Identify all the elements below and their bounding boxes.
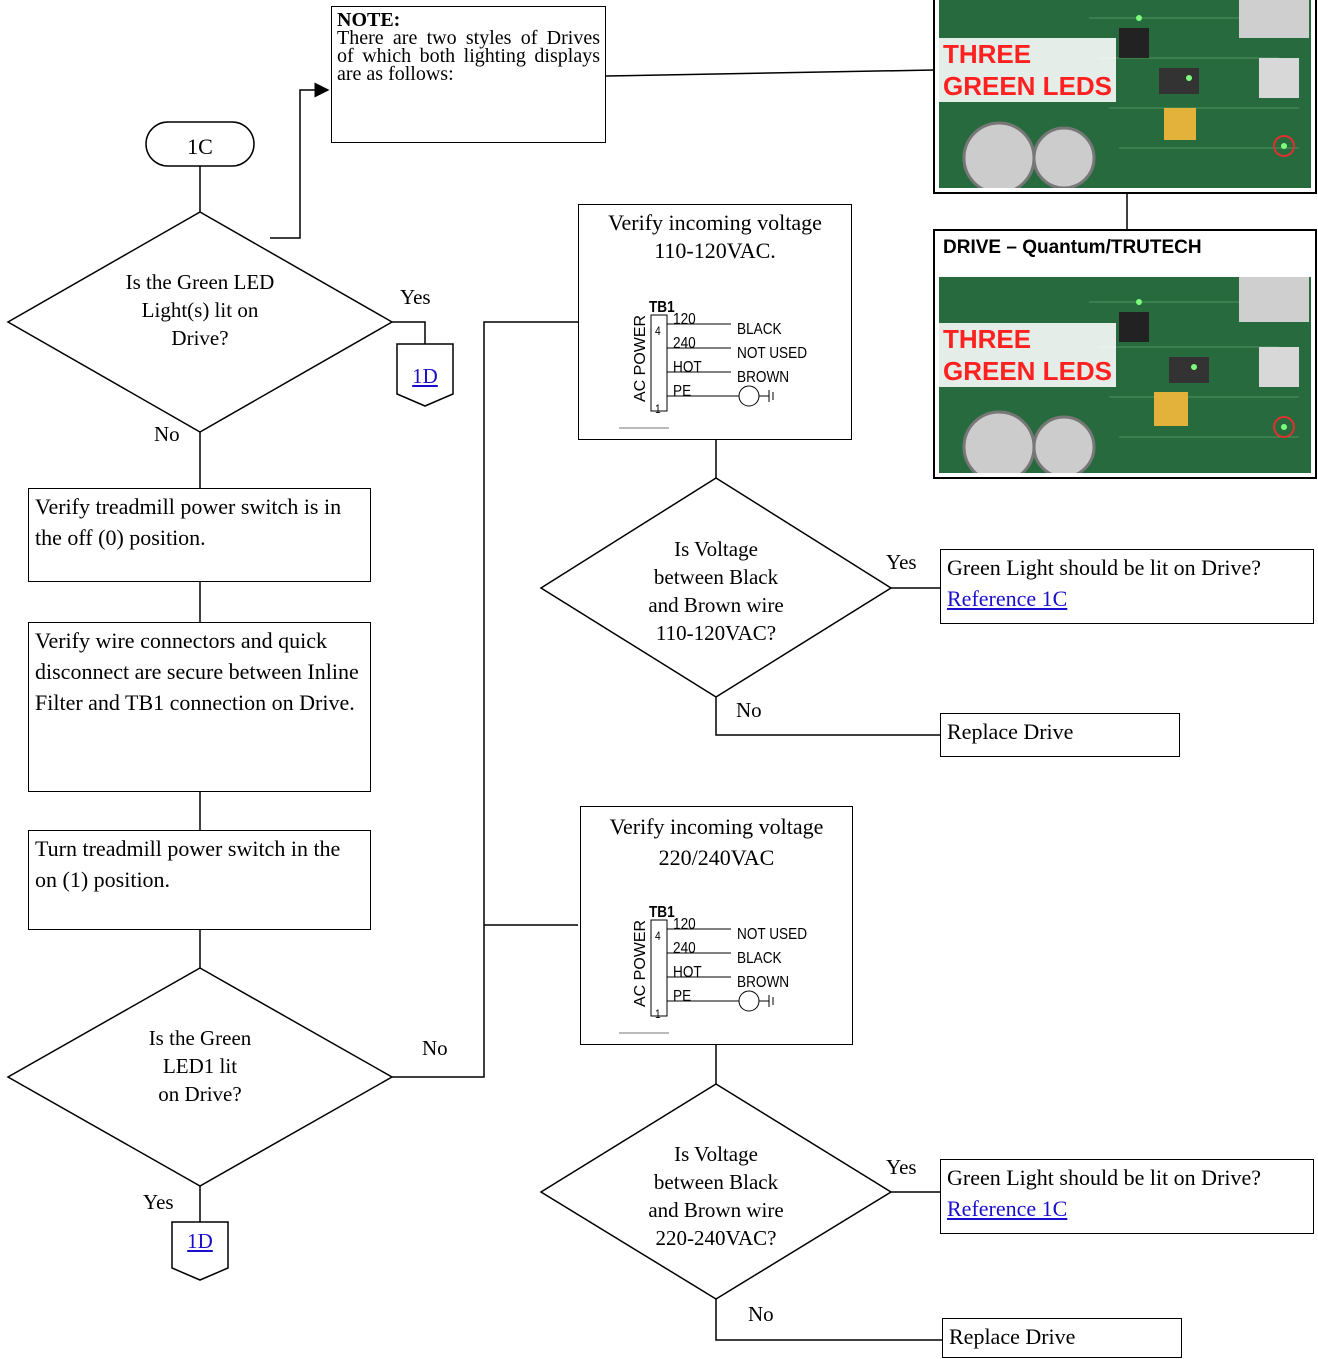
tb1-t1-220: 1 xyxy=(655,1007,661,1021)
step1-box: Verify treadmill power switch is in the … xyxy=(28,488,371,582)
tb1-wiring-110 xyxy=(619,314,774,429)
verify-110-title1: Verify incoming voltage xyxy=(608,210,822,235)
decision1-line1: Is the Green LED xyxy=(125,270,275,294)
result3-yes-text: Green Light should be lit on Drive? xyxy=(947,555,1262,580)
tb1-w2-220: BLACK xyxy=(737,950,782,967)
step1-text: Verify treadmill power switch is in the … xyxy=(35,494,342,550)
tb1-t4-220: 4 xyxy=(655,929,661,943)
result4-yes-link[interactable]: Reference 1C xyxy=(947,1196,1068,1221)
tb1-diagram-110: TB1 AC POWER 4 1 120 240 HOT PE BLACK NO… xyxy=(619,290,844,430)
offpage-connector-1d-top xyxy=(396,343,454,407)
tb1-t1-110: 1 xyxy=(655,402,661,416)
drive-photo-top: THREE GREEN LEDS xyxy=(933,0,1317,194)
result3-yes-link[interactable]: Reference 1C xyxy=(947,586,1068,611)
start-label: 1C xyxy=(187,134,213,159)
tb1-r4-220: PE xyxy=(673,988,692,1005)
tb1-r4-110: PE xyxy=(673,383,692,400)
step2-box: Verify wire connectors and quick disconn… xyxy=(28,622,371,792)
decision4-text: Is Voltage between Black and Brown wire … xyxy=(596,1140,836,1252)
tb1-r2-220: 240 xyxy=(673,940,696,957)
decision1-no-label: No xyxy=(154,422,180,446)
decision1-diamond xyxy=(6,211,394,433)
tb1-w1-110: BLACK xyxy=(737,321,782,338)
decision1-yes-label: Yes xyxy=(400,285,431,309)
tb1-name-220: TB1 xyxy=(649,904,675,921)
decision4-diamond xyxy=(539,1083,893,1300)
decision2-line3: on Drive? xyxy=(158,1082,242,1106)
verify-110-box: Verify incoming voltage 110-120VAC. TB1 xyxy=(578,204,852,440)
start-terminator xyxy=(145,121,255,167)
connector-1d-bottom-label[interactable]: 1D xyxy=(187,1229,213,1253)
decision4-line1: Is Voltage xyxy=(674,1142,758,1166)
tb1-w2-110: NOT USED xyxy=(737,345,808,362)
decision3-no-label: No xyxy=(736,698,762,722)
decision3-text: Is Voltage between Black and Brown wire … xyxy=(596,535,836,647)
decision2-line2: LED1 lit xyxy=(162,1054,238,1078)
tb1-r3-110: HOT xyxy=(673,359,702,376)
note-heading: NOTE: xyxy=(337,9,401,31)
decision4-line4: 220-240VAC? xyxy=(655,1226,777,1250)
verify-110-title2: 110-120VAC. xyxy=(654,238,776,263)
decision1-line3: Drive? xyxy=(171,326,229,350)
decision2-text: Is the Green LED1 lit on Drive? xyxy=(80,1024,320,1108)
tb1-t4-110: 4 xyxy=(655,324,661,338)
tb1-r3-220: HOT xyxy=(673,964,702,981)
decision4-line2: between Black xyxy=(653,1170,779,1194)
decision2-line1: Is the Green xyxy=(148,1026,252,1050)
step3-text: Turn treadmill power switch in the on (1… xyxy=(35,836,341,892)
tb1-w3-110: BROWN xyxy=(737,369,790,386)
tb1-r1-220: 120 xyxy=(673,916,696,933)
decision1-line2: Light(s) lit on xyxy=(141,298,259,322)
result4-no-text: Replace Drive xyxy=(949,1324,1076,1349)
photo-top-led-line1: THREE xyxy=(943,39,1032,69)
decision2-diamond xyxy=(6,967,394,1187)
decision4-yes-label: Yes xyxy=(886,1155,917,1179)
tb1-r1-110: 120 xyxy=(673,311,696,328)
drive-photo-bottom: DRIVE – Quantum/TRUTECH THREE GREEN LEDS xyxy=(933,229,1317,479)
connector-1d-top-label[interactable]: 1D xyxy=(412,364,438,388)
verify-220-title2: 220/240VAC xyxy=(658,845,775,870)
offpage-connector-1d-bottom xyxy=(171,1221,229,1281)
decision4-line3: and Brown wire xyxy=(648,1198,784,1222)
step3-box: Turn treadmill power switch in the on (1… xyxy=(28,830,371,930)
tb1-wiring-220 xyxy=(619,919,774,1034)
photo-bottom-led-line1: THREE xyxy=(943,324,1032,354)
decision1-text: Is the Green LED Light(s) lit on Drive? xyxy=(80,268,320,352)
note-text: There are two styles of Drives of which … xyxy=(337,27,600,85)
tb1-r2-110: 240 xyxy=(673,335,696,352)
decision2-yes-label: Yes xyxy=(143,1190,174,1214)
decision2-no-label: No xyxy=(422,1036,448,1060)
verify-220-title1: Verify incoming voltage xyxy=(609,814,824,839)
decision3-diamond xyxy=(539,477,893,698)
photo-top-led-line2: GREEN LEDS xyxy=(943,71,1113,101)
verify-220-box: Verify incoming voltage 220/240VAC TB1 xyxy=(580,806,853,1045)
decision3-line3: and Brown wire xyxy=(648,593,784,617)
photo-bottom-led-line2: GREEN LEDS xyxy=(943,356,1113,386)
result3-no-box: Replace Drive xyxy=(940,713,1180,757)
connector-1d-top-link[interactable]: 1D xyxy=(397,364,453,389)
decision3-line4: 110-120VAC? xyxy=(655,621,777,645)
drive-photo-title: DRIVE – Quantum/TRUTECH xyxy=(943,237,1202,258)
tb1-name-110: TB1 xyxy=(649,299,675,316)
result3-no-text: Replace Drive xyxy=(947,719,1074,744)
decision4-no-label: No xyxy=(748,1302,774,1326)
result4-yes-box: Green Light should be lit on Drive? Refe… xyxy=(940,1159,1314,1234)
tb1-side-220: AC POWER xyxy=(632,919,649,1007)
tb1-w1-220: NOT USED xyxy=(737,926,808,943)
decision3-line2: between Black xyxy=(653,565,779,589)
connector-1d-bottom-link[interactable]: 1D xyxy=(172,1229,228,1254)
step2-text: Verify wire connectors and quick disconn… xyxy=(35,628,359,715)
tb1-side-110: AC POWER xyxy=(632,314,649,402)
tb1-diagram-220: TB1 AC POWER 4 1 120 240 HOT PE NOT USED… xyxy=(619,895,844,1035)
result3-yes-box: Green Light should be lit on Drive? Refe… xyxy=(940,549,1314,624)
decision3-line1: Is Voltage xyxy=(674,537,758,561)
result4-yes-text: Green Light should be lit on Drive? xyxy=(947,1165,1262,1190)
note-box: NOTE: There are two styles of Drives of … xyxy=(331,6,606,143)
decision3-yes-label: Yes xyxy=(886,550,917,574)
tb1-w3-220: BROWN xyxy=(737,974,790,991)
result4-no-box: Replace Drive xyxy=(942,1318,1182,1358)
